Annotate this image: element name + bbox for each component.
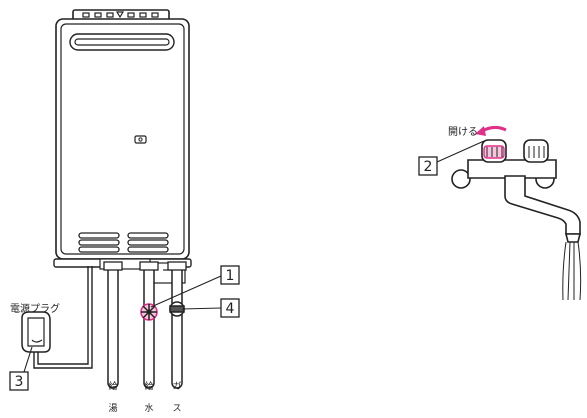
power-cord-outer [37,266,89,365]
pipe-label-char: 湯 [108,403,117,414]
exhaust-outlet-inner [74,38,170,46]
water-heater-unit [53,9,192,284]
faucet [451,139,582,243]
pipe-label-char: 水 [144,402,153,414]
cold-handle [523,139,549,163]
rotate-arrow-icon [475,125,507,136]
pipe-label-gas: ガ ス [172,381,181,414]
power-cord-inner [33,266,93,369]
callout-box-2: 2 [418,156,438,176]
intake-vents [78,232,169,253]
pipe-label-char: ガ [172,381,181,392]
callout-box-1: 1 [220,265,240,285]
callout-number: 3 [15,374,24,390]
pipe-label-water-supply: 給 水 [144,380,153,414]
power-plug-label: 電源プラグ [10,302,60,315]
pipe-label-char: 給 [144,380,153,392]
bracket-holes [82,11,159,19]
water-supply-valve [140,303,158,321]
pipe-label-char: ス [172,404,181,414]
gas-valve [169,301,185,317]
open-label: 開ける [448,126,478,138]
pipe-label-hot-water: 給 湯 [108,380,117,414]
gas-pipe [171,265,183,389]
heater-inner-panel [60,23,185,255]
callout-number: 1 [226,268,235,284]
callout-number: 2 [424,159,433,175]
pipes [33,261,187,389]
faucet-mount-left [451,169,471,189]
pipe-label-char: 給 [108,380,117,392]
hot-water-pipe [107,265,119,389]
status-lamp-dot [138,137,143,142]
callout-box-3: 3 [9,371,29,391]
callout-number: 4 [226,301,235,317]
callout-box-4: 4 [220,298,240,318]
cold-water-pipe [143,265,155,389]
faucet-spout [504,175,581,235]
water-stream [562,241,582,301]
power-plug [21,311,51,353]
callout-leaders [23,140,485,373]
